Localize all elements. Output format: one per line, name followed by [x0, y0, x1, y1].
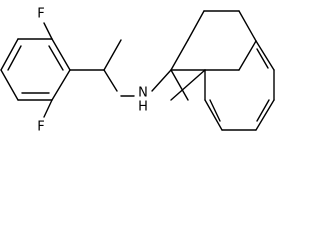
double-bond-inner [256, 48, 269, 69]
saturated-ring [170, 10, 257, 71]
bond [0, 69, 19, 101]
nitrogen-atom-label: N [138, 86, 148, 101]
double-bond-inner [48, 45, 64, 71]
aromatic-ring [170, 40, 275, 131]
bond [238, 10, 257, 42]
bond [255, 40, 275, 71]
double-bond-inner [209, 99, 221, 122]
bond [170, 69, 206, 101]
double-bond-inner [7, 45, 22, 71]
double-bond-inner [256, 99, 270, 122]
bond-c-f-top [43, 22, 53, 40]
bond-c-f-bottom [43, 99, 53, 118]
bond [255, 99, 275, 131]
bond [51, 69, 71, 101]
nitrogen-hydrogen-label: H [138, 100, 148, 115]
bond [51, 38, 71, 71]
fluorine-atom-label: F [37, 7, 44, 22]
bond [0, 38, 19, 71]
bond [170, 39, 189, 71]
fluorine-atom-label: F [37, 120, 44, 135]
bond [238, 40, 257, 71]
difluorophenyl-ring [0, 38, 71, 101]
bond [187, 10, 205, 41]
bond [204, 99, 223, 131]
bond [170, 69, 189, 101]
molecule-structure: F F N H [0, 7, 275, 135]
bond-n-ch-right [151, 69, 172, 92]
bond-methyl [103, 39, 122, 71]
bond-ch-n [103, 69, 118, 92]
